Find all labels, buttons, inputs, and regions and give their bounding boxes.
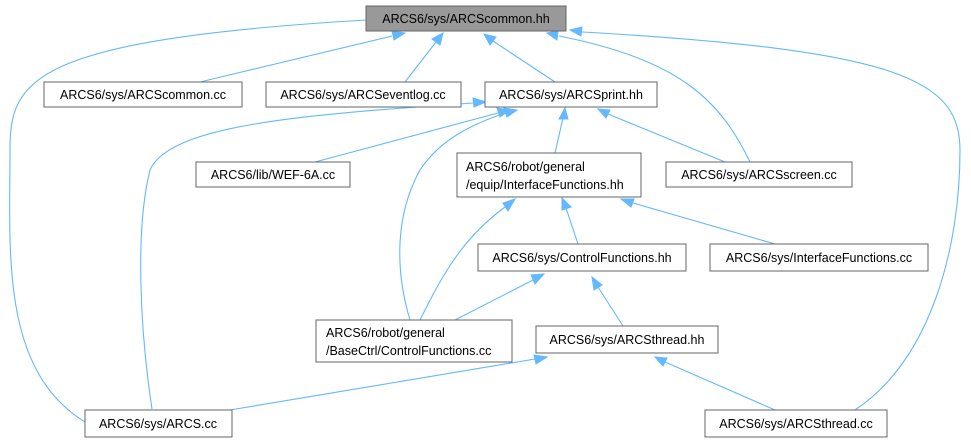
edge-eventlog-cc-to-common-hh: [404, 41, 437, 83]
arrowhead: [530, 273, 546, 285]
dependency-edges: [9, 14, 961, 423]
arrowhead: [431, 32, 444, 46]
node-label: ARCS6/sys/ARCSeventlog.cc: [280, 88, 445, 102]
node-label: ARCS6/robot/general: [326, 326, 445, 340]
arrowhead: [568, 26, 583, 37]
arrowhead: [391, 30, 407, 41]
edge-thread-cc-to-common-hh: [581, 31, 961, 411]
node-basectrl-controlfunctions-cc[interactable]: ARCS6/robot/general /BaseCtrl/ControlFun…: [315, 319, 513, 363]
edge-common-cc-to-common-hh: [199, 35, 393, 83]
edge-sys-if-cc-to-equip-if-hh: [632, 202, 776, 245]
node-label: /BaseCtrl/ControlFunctions.cc: [326, 344, 491, 358]
node-arcs-cc[interactable]: ARCS6/sys/ARCS.cc: [84, 409, 233, 438]
edge-sprint-hh-to-common-hh: [492, 40, 556, 83]
node-wef-6a-cc[interactable]: ARCS6/lib/WEF-6A.cc: [195, 161, 351, 188]
node-arcsscreen-cc[interactable]: ARCS6/sys/ARCSscreen.cc: [665, 161, 853, 188]
arrowhead: [591, 275, 603, 291]
node-arcseventlog-cc[interactable]: ARCS6/sys/ARCSeventlog.cc: [265, 81, 462, 108]
node-label: ARCS6/lib/WEF-6A.cc: [211, 168, 335, 182]
edge-arcs-cc-to-sprint-hh: [140, 102, 474, 410]
edge-equip-if-hh-to-sprint-hh: [554, 117, 564, 154]
node-arcscommon-cc[interactable]: ARCS6/sys/ARCScommon.cc: [43, 81, 243, 108]
edge-basectrl-cc-to-equip-if-hh: [419, 206, 506, 321]
node-label: ARCS6/sys/ARCSprint.hh: [499, 88, 643, 102]
node-equip-interfacefunctions-hh[interactable]: ARCS6/robot/general /equip/InterfaceFunc…: [456, 152, 642, 198]
edge-wef-cc-to-sprint-hh: [314, 112, 499, 163]
arrowhead: [472, 97, 488, 108]
arrowhead: [503, 107, 519, 118]
edge-thread-cc-to-thread-hh: [664, 361, 776, 411]
node-controlfunctions-hh[interactable]: ARCS6/sys/ControlFunctions.hh: [477, 243, 687, 272]
arrowhead: [596, 108, 611, 119]
arrowhead: [561, 196, 572, 211]
node-label: ARCS6/sys/ARCScommon.cc: [60, 88, 226, 102]
node-label: ARCS6/sys/ARCSthread.cc: [719, 417, 873, 431]
node-label: ARCS6/robot/general: [466, 160, 585, 174]
node-label: ARCS6/sys/InterfaceFunctions.cc: [726, 251, 912, 265]
edge-basectrl-cc-to-ctrlfunc-hh: [454, 279, 534, 321]
node-arcsthread-hh[interactable]: ARCS6/sys/ARCSthread.hh: [535, 325, 719, 354]
arrowhead: [533, 354, 549, 365]
arrowhead: [653, 356, 668, 367]
edge-arcs-cc-to-thread-hh: [229, 358, 536, 411]
node-arcsprint-hh[interactable]: ARCS6/sys/ARCSprint.hh: [484, 81, 658, 108]
node-arcscommon-hh[interactable]: ARCS6/sys/ARCScommon.hh: [365, 5, 567, 32]
arrowhead: [502, 198, 517, 212]
node-label: ARCS6/sys/ARCS.cc: [99, 417, 217, 431]
node-label: ARCS6/sys/ARCScommon.hh: [382, 12, 549, 26]
edge-arcs-cc-to-common-hh: [9, 19, 367, 423]
edge-basectrl-cc-to-sprint-hh: [399, 112, 506, 321]
arrowhead: [619, 198, 635, 208]
node-label: /equip/InterfaceFunctions.hh: [466, 178, 624, 192]
node-label: ARCS6/sys/ARCSthread.hh: [550, 333, 705, 347]
node-arcsthread-cc[interactable]: ARCS6/sys/ARCSthread.cc: [704, 409, 888, 438]
arrowhead: [558, 106, 569, 120]
arrowhead: [483, 33, 497, 46]
edge-screen-cc-to-sprint-hh: [607, 113, 726, 163]
node-label: ARCS6/sys/ARCSscreen.cc: [681, 168, 837, 182]
edge-screen-cc-to-common-hh: [558, 35, 751, 163]
node-label: ARCS6/sys/ControlFunctions.hh: [492, 251, 671, 265]
edge-ctrlfunc-hh-to-equip-if-hh: [565, 207, 579, 245]
node-sys-interfacefunctions-cc[interactable]: ARCS6/sys/InterfaceFunctions.cc: [709, 243, 929, 272]
arrowhead: [545, 30, 559, 41]
file-nodes: ARCS6/sys/ARCScommon.hh ARCS6/sys/ARCSco…: [43, 5, 929, 438]
edge-thread-hh-to-ctrlfunc-hh: [597, 286, 624, 327]
